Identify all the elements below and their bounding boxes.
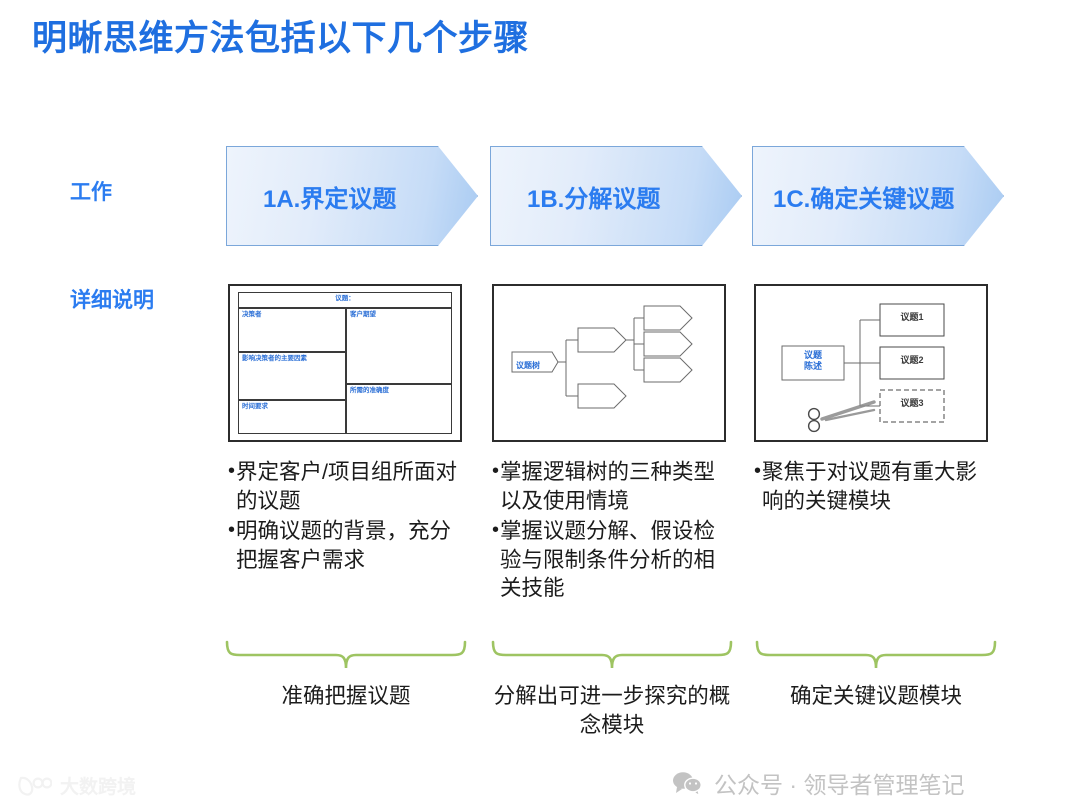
issue-tree-svg xyxy=(511,305,693,409)
step-chevron-label: 1A.界定议题 xyxy=(263,185,397,213)
statement-box-shape xyxy=(781,345,845,381)
framing-cell-decision-maker: 决策者 xyxy=(238,308,346,352)
tree-node-shape xyxy=(643,357,693,383)
issue1-box-shape xyxy=(879,303,945,337)
caption-step-1b: 分解出可进一步探究的概念模块 xyxy=(493,684,731,737)
framing-cell-customer-expectation: 客户期望 xyxy=(346,308,452,384)
framing-cell-label: 时间要求 xyxy=(242,403,268,410)
wechat-icon xyxy=(673,772,702,795)
bullet-marker-icon: • xyxy=(492,519,500,542)
issue-statement-label: 议题 陈述 xyxy=(785,350,841,373)
step-chevron-label: 1B.分解议题 xyxy=(527,185,661,213)
scissors-icon xyxy=(807,400,876,433)
step-chevron-1a[interactable]: 1A.界定议题 xyxy=(226,146,478,246)
bullet-text: 界定客户/项目组所面对的议题 xyxy=(236,460,457,513)
issue-pruning-svg xyxy=(781,303,945,433)
row-label-work: 工作 xyxy=(70,181,112,204)
bullet-item: • 明确议题的背景，充分把握客户需求 xyxy=(228,517,460,574)
tree-node-shape xyxy=(577,327,627,353)
step-chevron-label: 1C.确定关键议题 xyxy=(773,185,955,213)
watermark: 大数跨境 xyxy=(18,772,136,799)
tree-node-shape xyxy=(577,383,627,409)
bullet-list-step-1a: • 界定客户/项目组所面对的议题 • 明确议题的背景，充分把握客户需求 xyxy=(228,458,460,576)
illustration-issue-pruning: 议题 陈述 议题1 议题2 议题3 xyxy=(754,284,988,442)
framing-cell-label: 决策者 xyxy=(242,311,262,318)
framing-cell-key-factors: 影响决策者的主要因素 xyxy=(238,352,346,400)
bullet-marker-icon: • xyxy=(492,460,500,482)
framing-cell-time-requirement: 时间要求 xyxy=(238,400,346,434)
bullet-list-step-1b: • 掌握逻辑树的三种类型以及使用情境 • 掌握议题分解、假设检验与限制条件分析的… xyxy=(492,458,724,605)
footer-brand: 公众号 · 领导者管理笔记 xyxy=(672,766,964,800)
issue-node-3-label: 议题3 xyxy=(900,398,924,408)
framing-cell-label: 议题： xyxy=(335,295,355,302)
framing-cell-label: 影响决策者的主要因素 xyxy=(242,355,307,362)
illustration-issue-tree: 议题树 xyxy=(492,284,726,442)
issue-node-1-label: 议题1 xyxy=(900,312,924,322)
caption-step-1c: 确定关键议题模块 xyxy=(789,684,962,708)
page-title: 明晰思维方法包括以下几个步骤 xyxy=(32,19,530,58)
framing-table: 议题： 决策者 影响决策者的主要因素 时间要求 客户期望 所需的准确度 xyxy=(238,292,452,434)
bullet-item: • 掌握逻辑树的三种类型以及使用情境 xyxy=(492,458,724,515)
step-chevron-1c[interactable]: 1C.确定关键议题 xyxy=(752,146,1004,246)
caption-step-1a: 准确把握议题 xyxy=(281,684,411,708)
bullet-item: • 界定客户/项目组所面对的议题 xyxy=(228,458,460,515)
tree-node-shape xyxy=(643,331,693,357)
tree-root-shape xyxy=(511,351,559,373)
issue-node-2-label: 议题2 xyxy=(900,355,924,365)
brace-step-1c xyxy=(755,640,997,669)
issue-tree-root-label: 议题树 xyxy=(516,361,540,370)
step-chevron-1b[interactable]: 1B.分解议题 xyxy=(490,146,742,246)
brace-step-1b xyxy=(491,640,733,669)
brace-step-1a xyxy=(225,640,467,669)
bullet-marker-icon: • xyxy=(228,519,236,542)
bullet-item: • 掌握议题分解、假设检验与限制条件分析的相关技能 xyxy=(492,517,724,603)
illustration-issue-framing-table: 议题： 决策者 影响决策者的主要因素 时间要求 客户期望 所需的准确度 xyxy=(228,284,462,442)
dashu-logo-icon xyxy=(18,776,52,796)
bullet-marker-icon: • xyxy=(228,460,236,482)
issue-statement-line1: 议题 xyxy=(803,350,822,360)
issue2-box-shape xyxy=(879,346,945,380)
bullet-text: 聚焦于对议题有重大影响的关键模块 xyxy=(762,460,978,513)
framing-cell-label: 客户期望 xyxy=(350,311,376,318)
bullet-text: 掌握议题分解、假设检验与限制条件分析的相关技能 xyxy=(500,519,716,601)
tree-node-shape xyxy=(643,305,693,331)
framing-cell-accuracy: 所需的准确度 xyxy=(346,384,452,434)
issue-statement-line2: 陈述 xyxy=(803,361,822,372)
framing-cell-issue: 议题： xyxy=(238,292,452,308)
watermark-text: 大数跨境 xyxy=(60,777,137,798)
row-label-detail: 详细说明 xyxy=(70,289,154,312)
footer-brand-text: 公众号 · 领导者管理笔记 xyxy=(714,772,965,798)
bullet-marker-icon: • xyxy=(754,460,762,482)
bullet-list-step-1c: • 聚焦于对议题有重大影响的关键模块 xyxy=(754,458,986,517)
bullet-item: • 聚焦于对议题有重大影响的关键模块 xyxy=(754,458,986,515)
bullet-text: 明确议题的背景，充分把握客户需求 xyxy=(236,519,452,572)
bullet-text: 掌握逻辑树的三种类型以及使用情境 xyxy=(500,460,716,513)
framing-cell-label: 所需的准确度 xyxy=(350,387,389,394)
